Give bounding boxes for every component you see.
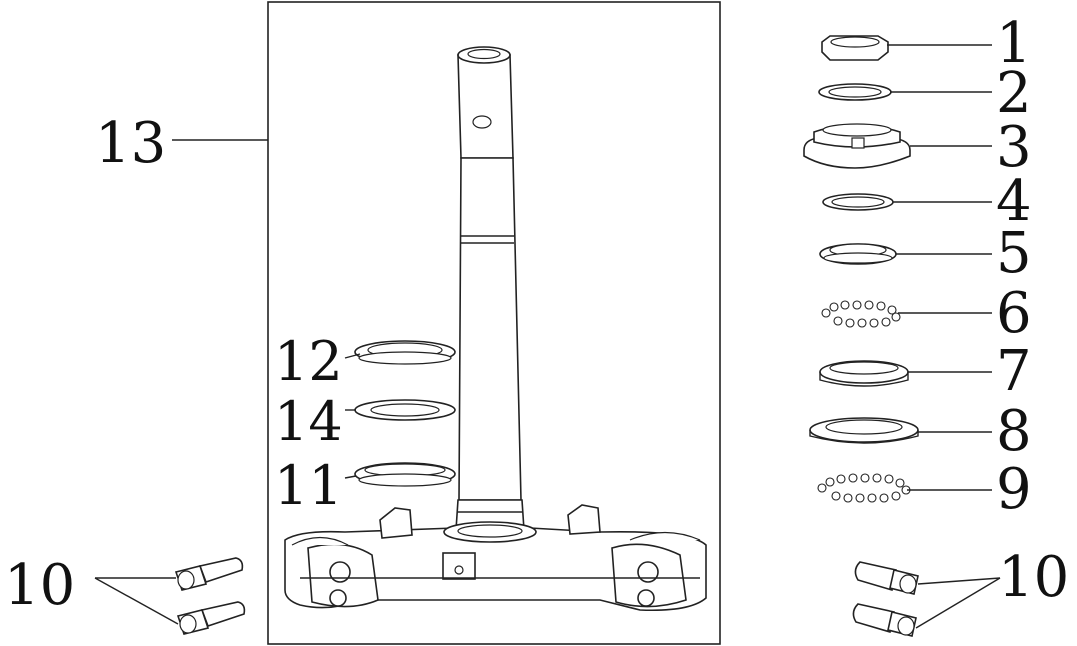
label-9: 9 <box>996 457 1032 522</box>
part-9-ball-bearings <box>817 473 911 503</box>
label-7: 7 <box>996 339 1032 404</box>
label-10-right: 10 <box>998 545 1069 610</box>
label-13: 13 <box>95 111 166 176</box>
steering-stem <box>455 46 525 531</box>
label-6: 6 <box>996 281 1032 346</box>
leader-lines <box>94 44 1001 629</box>
part-14-washer <box>354 399 456 421</box>
label-1: 1 <box>996 11 1032 76</box>
label-3: 3 <box>996 115 1032 180</box>
part-6-ball-bearings <box>821 300 901 328</box>
label-14: 14 <box>274 390 343 453</box>
part-5-race <box>819 243 897 265</box>
label-12: 12 <box>274 330 343 393</box>
part-4-washer <box>822 193 894 211</box>
part-2-washer <box>818 83 892 101</box>
part-7-race <box>819 360 909 387</box>
label-5: 5 <box>996 221 1032 286</box>
part-12-race <box>354 340 456 365</box>
label-11: 11 <box>274 454 343 517</box>
part-3-adjuster <box>803 123 911 169</box>
label-10-left: 10 <box>4 553 75 618</box>
label-8: 8 <box>996 399 1032 464</box>
label-4: 4 <box>996 169 1032 234</box>
assembly-frame <box>267 1 721 645</box>
label-2: 2 <box>996 61 1032 126</box>
part-1-nut <box>821 35 889 61</box>
bolts-right <box>852 561 919 637</box>
bolts-left <box>174 557 246 635</box>
part-11-race <box>354 462 456 487</box>
part-8-race <box>809 417 919 444</box>
lower-triple-clamp <box>284 504 707 612</box>
part-labels: 1 2 3 4 5 6 7 8 9 13 12 14 11 10 10 <box>4 11 1069 618</box>
